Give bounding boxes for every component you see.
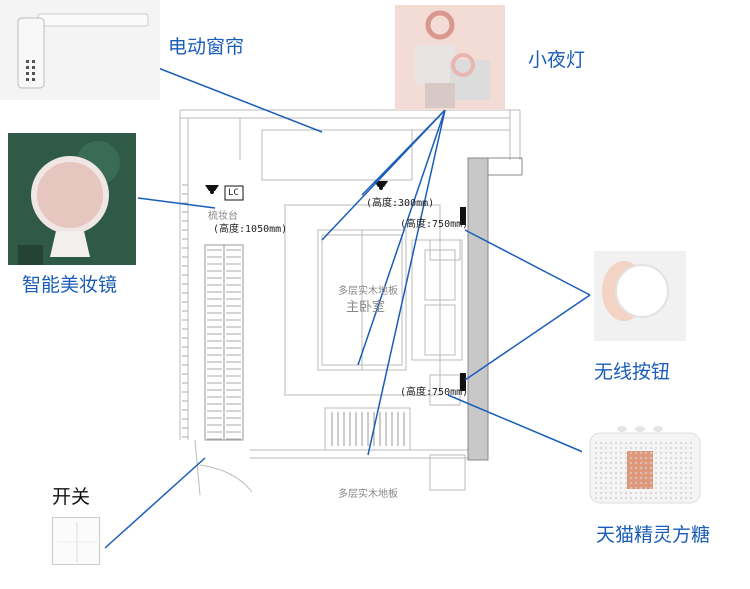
curtain-motor-image [0, 0, 160, 100]
mirror-label: 智能美妆镜 [22, 274, 118, 296]
speaker-label: 天猫精灵方糖 [596, 524, 711, 546]
night-light-image [395, 5, 505, 110]
night-light-label: 小夜灯 [528, 49, 586, 71]
wireless-button-image [594, 251, 686, 341]
room-floor-label: 多层实木地板 [338, 286, 398, 297]
mirror-image [8, 133, 136, 265]
switch-label: 开关 [52, 486, 91, 508]
speaker-image [582, 415, 704, 507]
dresser-label: 梳妆台 [208, 211, 238, 222]
button-height-upper-label: (高度:750mm) [400, 219, 469, 230]
wireless-button-label: 无线按钮 [594, 361, 671, 383]
button-height-lower-label: (高度:750mm) [400, 387, 469, 398]
outlet-tag: LC [228, 188, 239, 198]
ceiling-height-label: (高度:300mm) [366, 198, 435, 209]
lower-floor-label: 多层实木地板 [338, 489, 398, 500]
wall-switch-image [52, 517, 100, 565]
room-name-label: 主卧室 [346, 300, 386, 315]
curtain-label: 电动窗帘 [168, 36, 245, 58]
dresser-height-label: (高度:1050mm) [213, 224, 288, 235]
